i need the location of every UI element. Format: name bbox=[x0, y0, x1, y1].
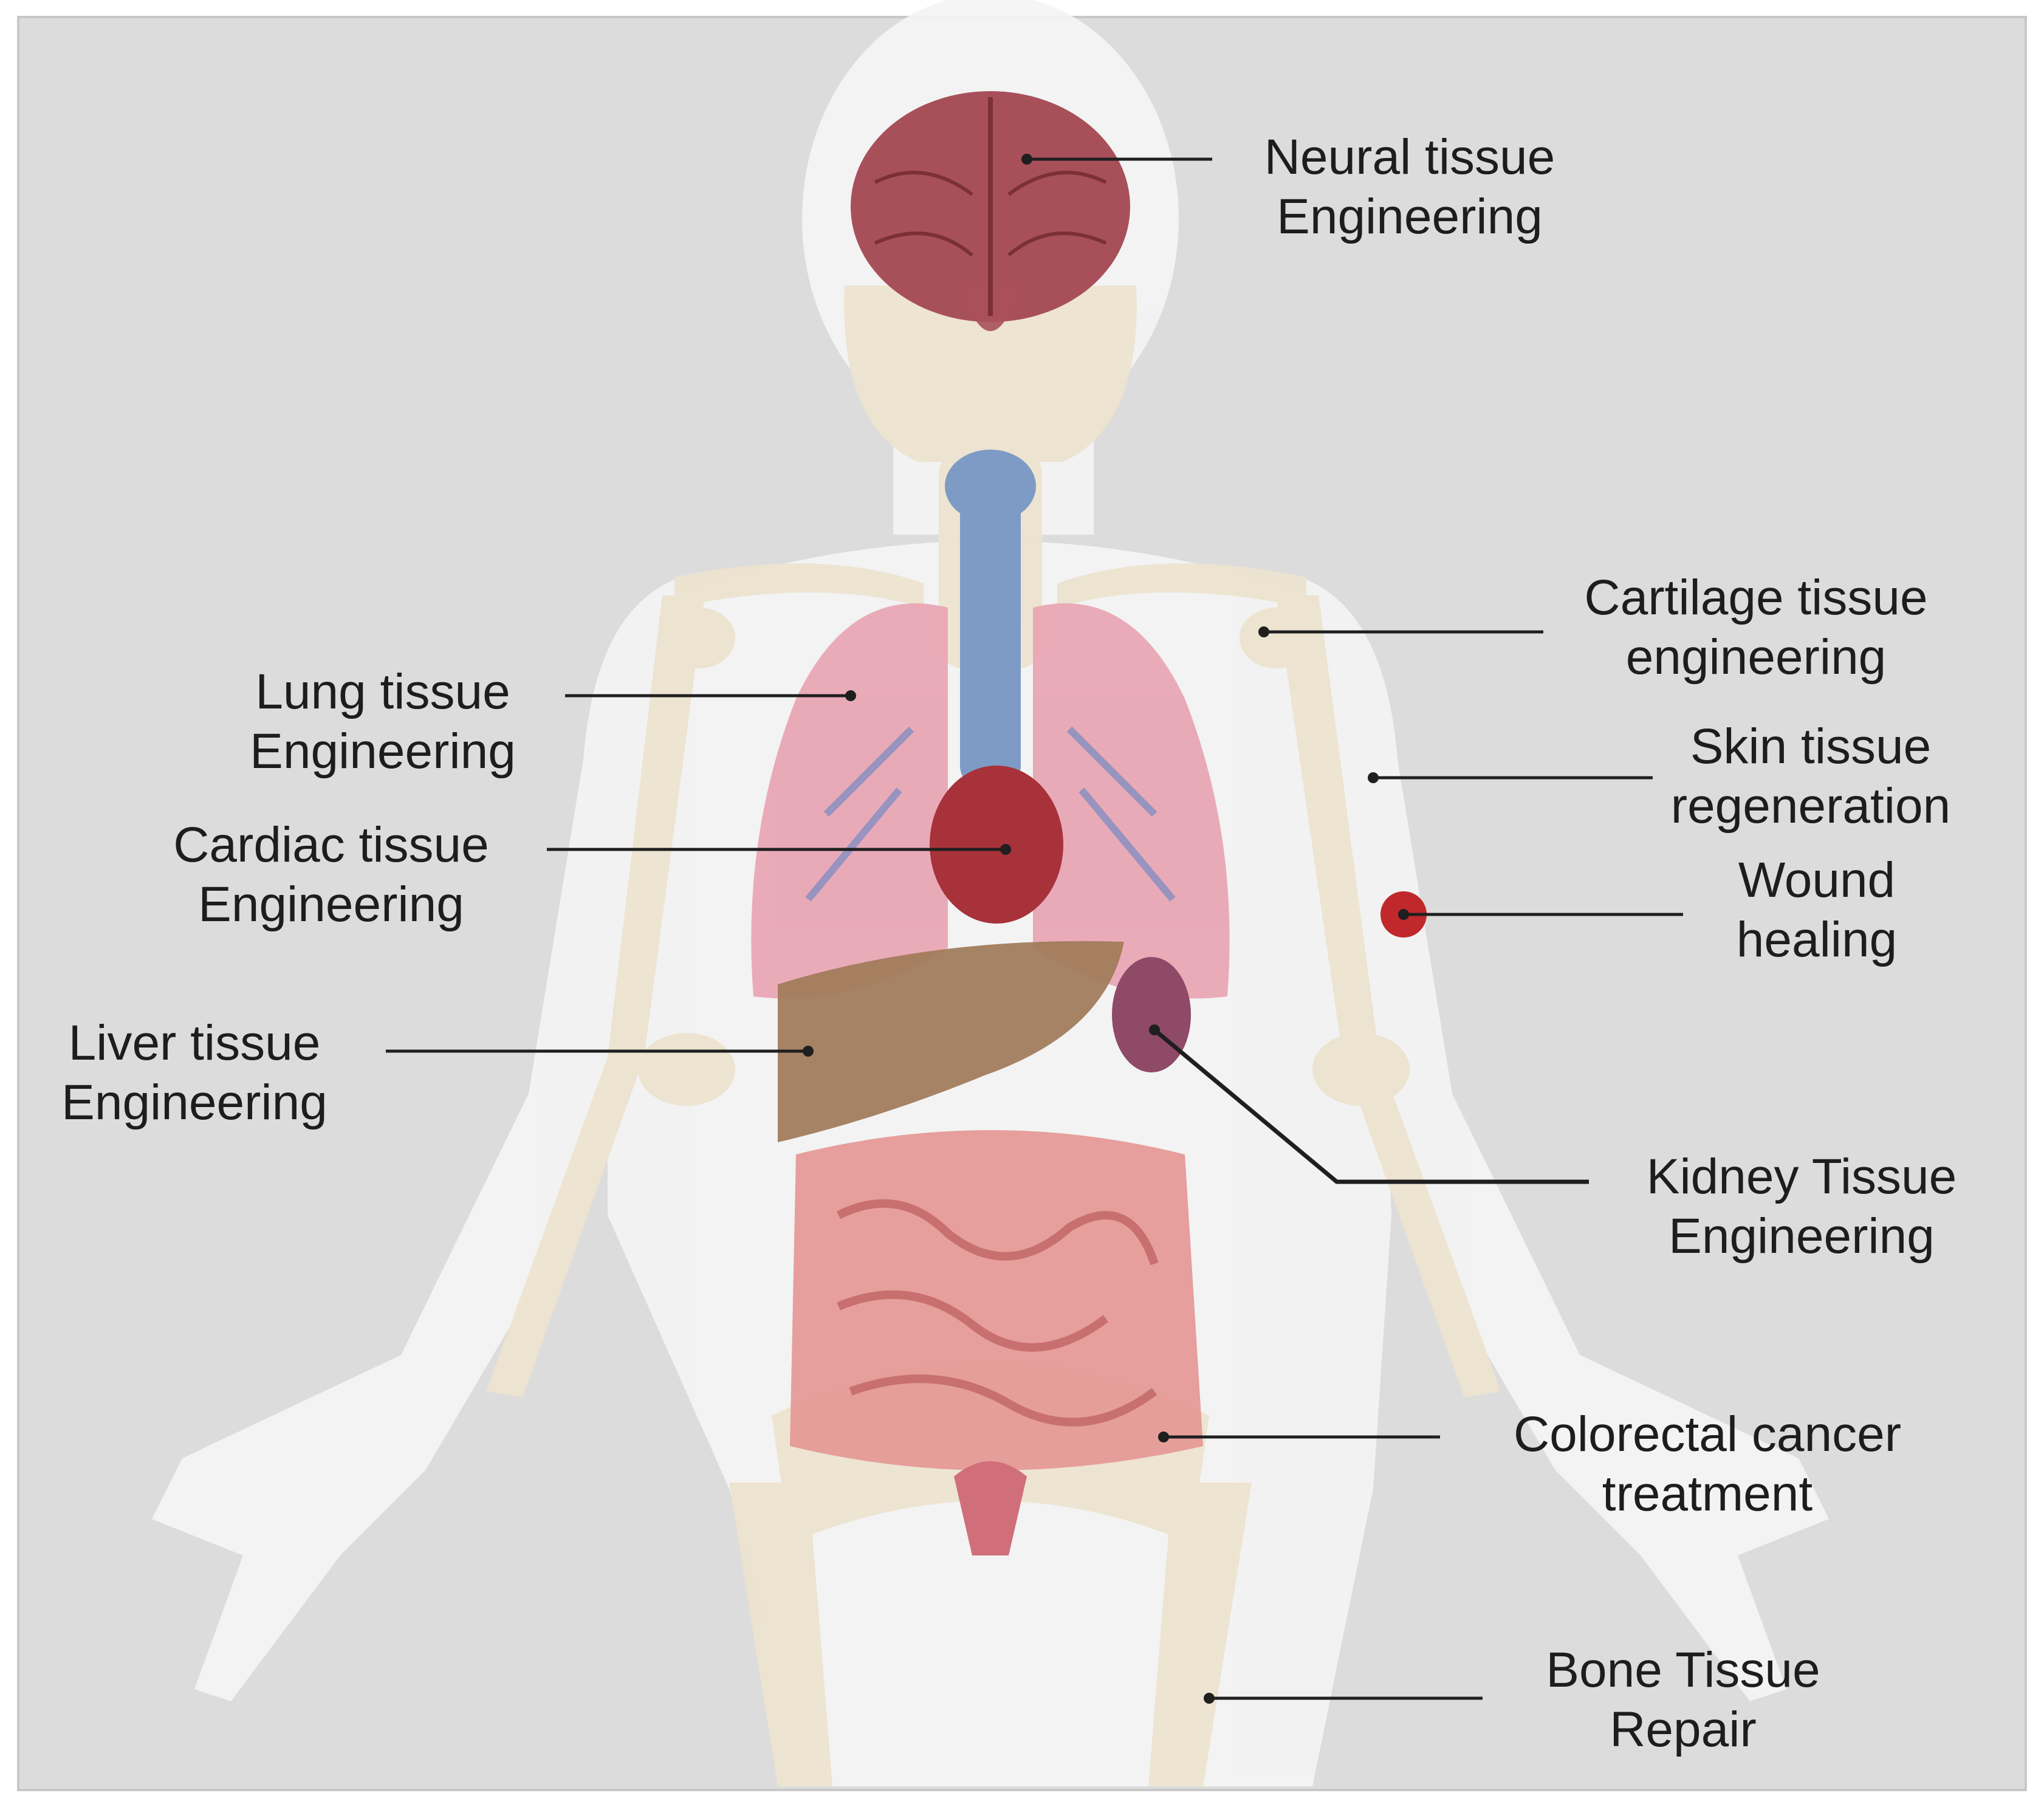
leader-dot-cartilage bbox=[1258, 626, 1269, 637]
heart bbox=[930, 766, 1063, 924]
leader-dot-neural bbox=[1021, 154, 1032, 165]
label-neural: Neural tissue Engineering bbox=[1264, 129, 1555, 244]
leader-dot-skin bbox=[1368, 772, 1379, 783]
liver bbox=[778, 941, 1124, 1142]
label-colorectal: Colorectal cancer treatment bbox=[1513, 1407, 1902, 1521]
leader-dot-liver bbox=[803, 1046, 814, 1057]
leader-dot-kidney bbox=[1149, 1024, 1160, 1035]
label-cartilage: Cartilage tissue engineering bbox=[1584, 570, 1928, 685]
leader-line-kidney bbox=[1153, 1028, 1589, 1184]
leader-dot-lung bbox=[845, 690, 856, 701]
lungs bbox=[751, 603, 1230, 999]
label-wound: Wound healing bbox=[1736, 852, 1898, 967]
leader-lines bbox=[386, 154, 1683, 1704]
label-cardiac: Cardiac tissue Engineering bbox=[173, 817, 489, 932]
kidney bbox=[1112, 957, 1191, 1072]
leader-dot-wound bbox=[1398, 909, 1409, 920]
label-liver: Liver tissue Engineering bbox=[61, 1015, 328, 1130]
label-kidney: Kidney Tissue Engineering bbox=[1646, 1149, 1957, 1264]
leader-dot-bone bbox=[1204, 1693, 1215, 1704]
leader-dot-cardiac bbox=[1000, 844, 1011, 855]
brain bbox=[851, 91, 1130, 331]
intestines bbox=[790, 1130, 1203, 1555]
trachea bbox=[945, 450, 1036, 790]
label-bone: Bone Tissue Repair bbox=[1546, 1642, 1820, 1757]
leader-dot-colorectal bbox=[1158, 1432, 1169, 1442]
label-skin: Skin tissue regeneration bbox=[1670, 719, 1951, 834]
label-lung: Lung tissue Engineering bbox=[250, 664, 516, 779]
